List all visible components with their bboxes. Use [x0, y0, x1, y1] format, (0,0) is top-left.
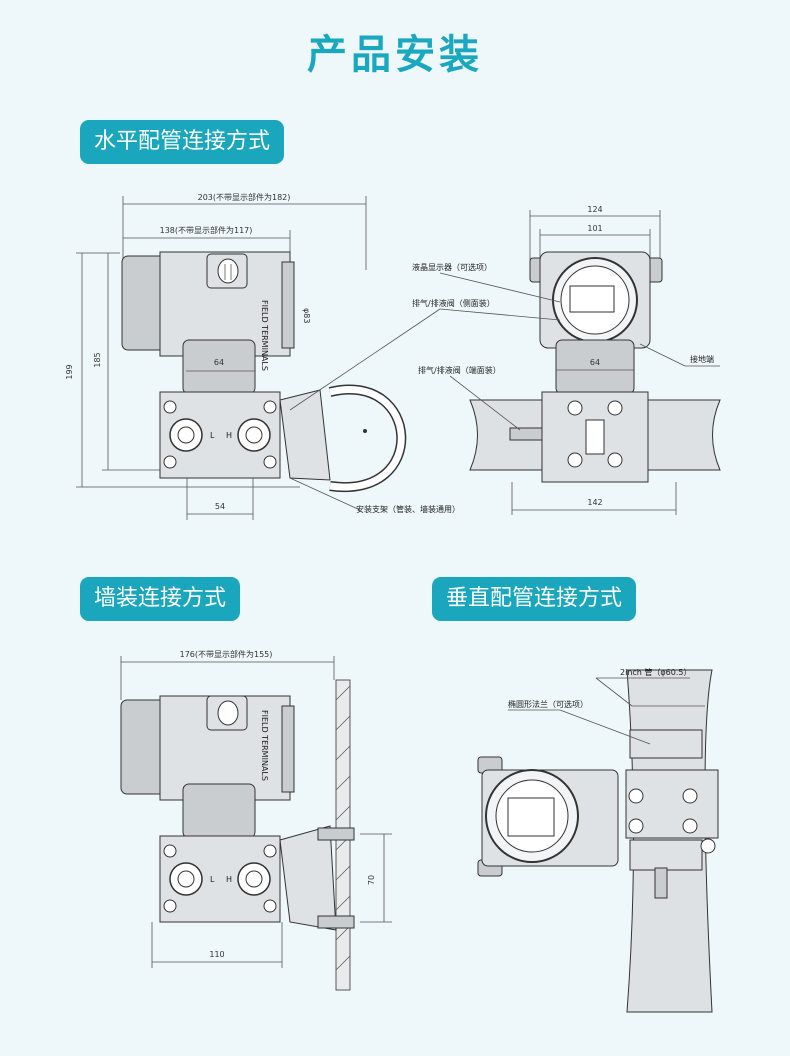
section-vertical-label: 垂直配管连接方式	[432, 577, 637, 621]
flange-label: 椭圆形法兰（可选项）	[508, 699, 588, 709]
dim-neck-width: 64	[214, 358, 224, 367]
horizontal-side-view: 124 101 64 142 液晶显示器（可选项） 排气/排	[289, 205, 721, 515]
dim-body-width: 138(不带显示部件为117)	[160, 225, 253, 235]
dim-side-outer: 124	[587, 205, 602, 214]
dim-height-body: 185	[93, 352, 102, 367]
dim-total-width: 203(不带显示部件为182)	[198, 192, 291, 202]
flange-mark-h: H	[226, 431, 232, 440]
dim-flange-width: 54	[215, 502, 225, 511]
dim-side-neck: 64	[590, 358, 600, 367]
vertical-pipe-view: 2inch 管（φ60.5） 椭圆形法兰（可选项）	[477, 667, 719, 1013]
dim-side-inner: 101	[587, 224, 602, 233]
callout-ground: 接地端	[690, 354, 714, 364]
callout-display: 液晶显示器（可选项）	[412, 262, 492, 272]
pipe-label: 2inch 管（φ60.5）	[620, 667, 691, 677]
bracket-note: 安装支架（管装、墙装通用）	[356, 504, 460, 514]
cover-text: FIELD TERMINALS	[260, 300, 269, 371]
dim-wall-total: 176(不带显示部件为155)	[180, 649, 273, 659]
callout-vent-side: 排气/排液阀（侧面装）	[412, 298, 495, 308]
page-title: 产品安装	[307, 32, 483, 78]
section-wall-label: 墙装连接方式	[80, 577, 241, 621]
dim-wall-spacing: 70	[367, 875, 376, 885]
wall-flange-mark-l: L	[210, 875, 215, 884]
dim-wall-flange: 110	[209, 950, 224, 959]
wall-cover-text: FIELD TERMINALS	[260, 710, 269, 781]
flange-mark-l: L	[210, 431, 215, 440]
horizontal-front-view: 203(不带显示部件为182) 138(不带显示部件为117) 199 185 …	[65, 192, 460, 520]
callout-vent-end: 排气/排液阀（端面装）	[418, 365, 501, 375]
section-horizontal-label: 水平配管连接方式	[80, 120, 285, 164]
dim-diameter: φ83	[302, 308, 311, 323]
wall-mount-view: 176(不带显示部件为155) FIELD TERMINALS L H	[120, 649, 392, 991]
wall-flange-mark-h: H	[226, 875, 232, 884]
dim-height-total: 199	[65, 364, 74, 379]
dim-side-flange: 142	[587, 498, 602, 507]
